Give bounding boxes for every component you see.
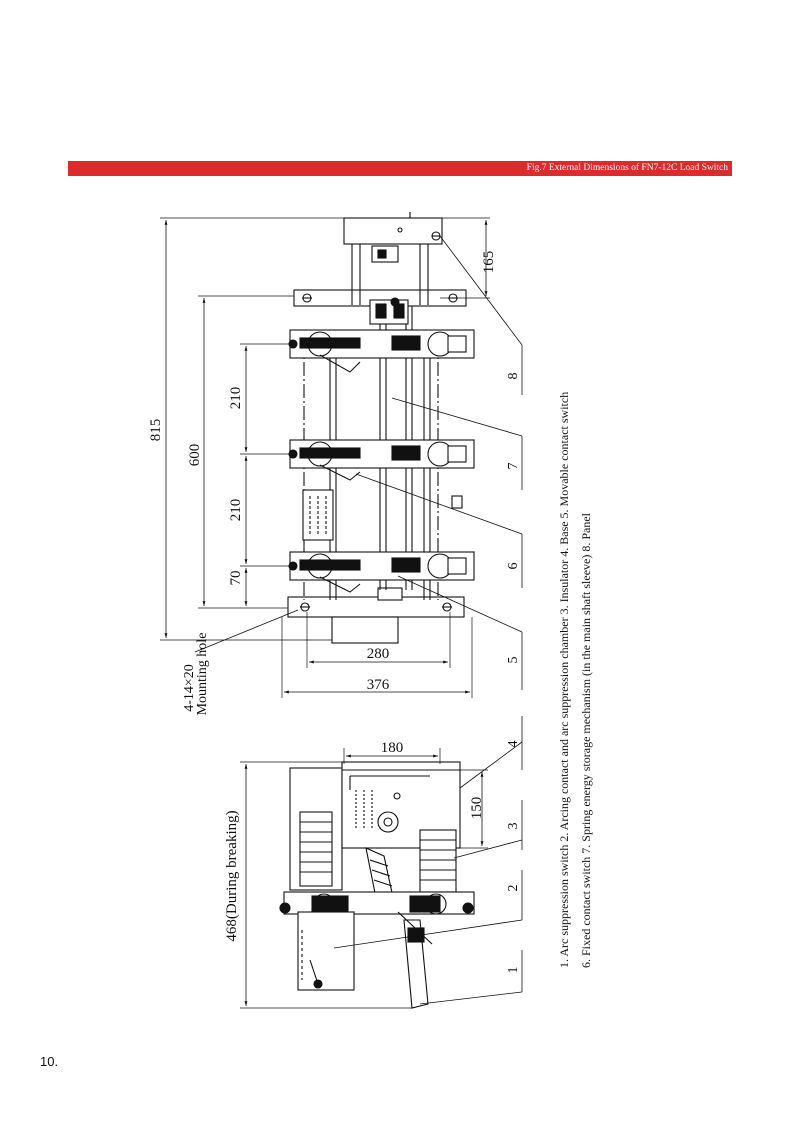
callout-5: 5 — [506, 657, 521, 664]
callout-8: 8 — [506, 373, 521, 380]
dimension-labels: 815 600 210 210 70 165 280 376 180 150 4… — [148, 251, 497, 942]
dim-815: 815 — [148, 419, 164, 442]
legend: 1. Arc suppression switch 2. Arcing cont… — [557, 392, 593, 968]
figure-banner: Fig.7 External Dimensions of FN7-12C Loa… — [68, 161, 732, 176]
page-number: 10. — [40, 1054, 59, 1069]
mounting-hole-size: 4-14×20 — [182, 664, 197, 712]
dim-468: 468(During breaking) — [224, 810, 240, 941]
pole-middle — [288, 439, 475, 481]
callout-4: 4 — [506, 741, 521, 748]
insulator-left — [299, 811, 333, 887]
callout-1: 1 — [506, 967, 521, 974]
dim-376: 376 — [367, 677, 390, 693]
dim-210-lower: 210 — [228, 499, 244, 522]
dim-70: 70 — [228, 571, 244, 586]
callout-7: 7 — [506, 463, 521, 470]
legend-line-1: 1. Arc suppression switch 2. Arcing cont… — [557, 392, 571, 968]
dim-600: 600 — [187, 444, 203, 467]
dim-165: 165 — [481, 251, 497, 274]
dim-180: 180 — [381, 740, 404, 756]
legend-line-2: 6. Fixed contact switch 7. Spring energy… — [579, 512, 593, 968]
pole-top — [288, 329, 475, 373]
pole-bottom — [288, 551, 475, 593]
callout-numbers: 1 2 3 4 5 6 7 8 — [506, 373, 521, 974]
dim-210-upper: 210 — [228, 387, 244, 410]
callout-6: 6 — [506, 563, 521, 570]
side-view — [240, 741, 523, 1009]
dim-150: 150 — [469, 797, 485, 820]
callout-3: 3 — [506, 823, 521, 830]
insulator-right — [419, 829, 457, 893]
mounting-hole-label: Mounting hole — [195, 633, 210, 716]
top-view — [160, 212, 523, 698]
dim-280: 280 — [367, 646, 390, 662]
callout-2: 2 — [506, 885, 521, 892]
figure-title: Fig.7 External Dimensions of FN7-12C Loa… — [526, 163, 728, 173]
